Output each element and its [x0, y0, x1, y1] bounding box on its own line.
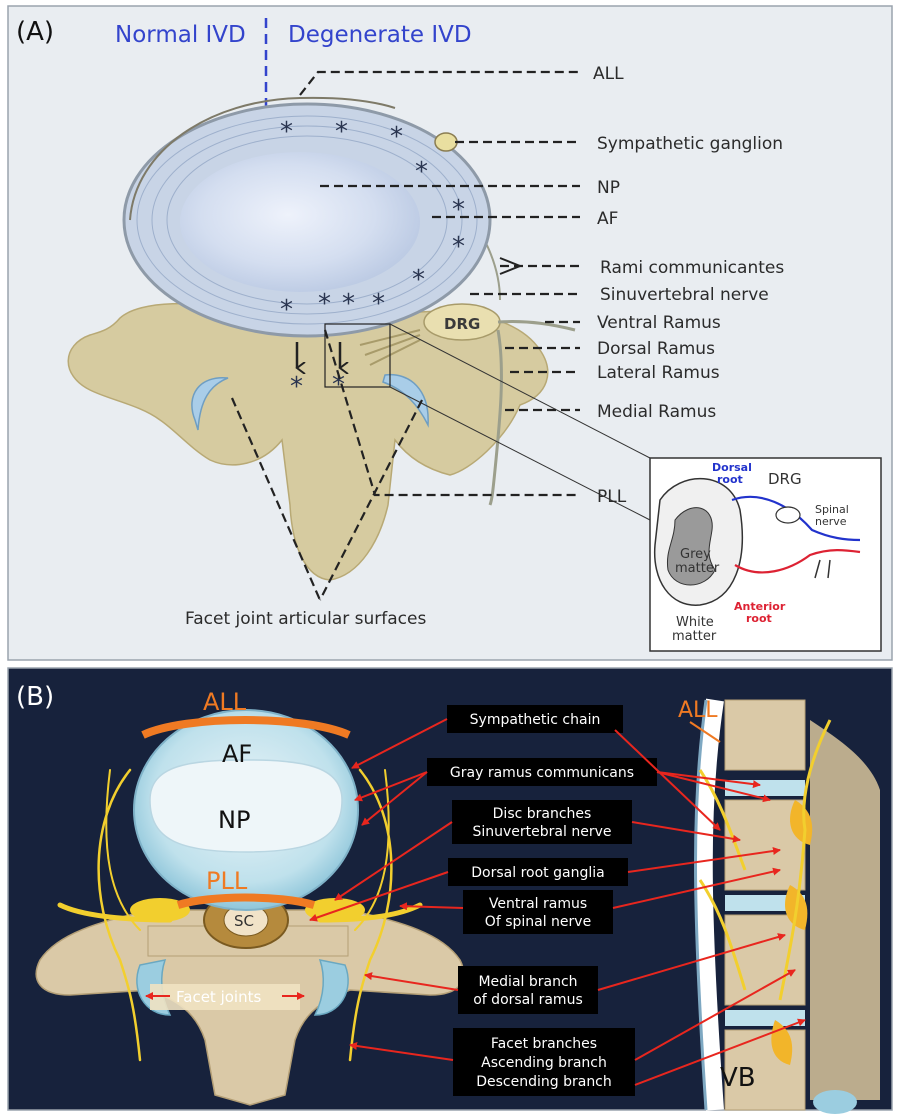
label-np: NP: [597, 178, 620, 198]
inset-white-1: White: [676, 615, 714, 630]
callout-disc-1: Disc branches: [493, 806, 592, 822]
callout-gray-ramus: Gray ramus communicans: [450, 765, 634, 781]
label-sinuvertebral-nerve: Sinuvertebral nerve: [600, 285, 769, 305]
b-all-label: ALL: [203, 688, 247, 716]
label-all: ALL: [593, 64, 624, 84]
degenerate-ivd-label: Degenerate IVD: [288, 22, 472, 48]
callout-ventral-2: Of spinal nerve: [485, 914, 591, 930]
label-pll: PLL: [597, 487, 627, 507]
asterisk: *: [280, 117, 293, 147]
b-vb-1: [725, 700, 805, 770]
inset-drg-label: DRG: [768, 470, 802, 488]
asterisk: *: [342, 289, 355, 319]
b-sagittal-spine: ALL VB: [678, 698, 880, 1114]
callout-medial-1: Medial branch: [478, 974, 577, 990]
label-facet-joint-surfaces: Facet joint articular surfaces: [185, 609, 426, 629]
callout-medial-2: of dorsal ramus: [473, 992, 583, 1008]
b-posterior-elements: [810, 720, 880, 1100]
label-ventral-ramus: Ventral Ramus: [597, 313, 721, 333]
asterisk: *: [290, 372, 303, 402]
normal-ivd-label: Normal IVD: [115, 22, 246, 48]
b-facet-sag: [813, 1090, 857, 1114]
asterisk: *: [412, 265, 425, 295]
asterisk: *: [335, 117, 348, 147]
drg-label: DRG: [444, 315, 480, 333]
b-np-label: NP: [218, 806, 250, 834]
callout-drg: Dorsal root ganglia: [471, 865, 604, 881]
panel-b: (B) SC ALL AF NP PLL Facet joi: [8, 668, 892, 1114]
callout-facet-3: Descending branch: [476, 1074, 612, 1090]
b-sc-label: SC: [234, 912, 254, 930]
b-pll-label: PLL: [206, 867, 248, 895]
b-af-label: AF: [222, 740, 252, 768]
inset-drg: [776, 507, 800, 523]
label-rami-communicantes: Rami communicantes: [600, 258, 784, 278]
inset-grey-2: matter: [675, 561, 720, 576]
panel-b-tag: (B): [16, 682, 54, 712]
label-af: AF: [597, 209, 618, 229]
label-medial-ramus: Medial Ramus: [597, 402, 716, 422]
sympathetic-ganglion-shape: [435, 133, 457, 151]
asterisk: *: [452, 195, 465, 225]
inset-white-2: matter: [672, 629, 717, 644]
inset-anterior-root-2: root: [746, 612, 772, 625]
b-vb-label: VB: [720, 1063, 756, 1093]
b-all-right-label: ALL: [678, 698, 718, 723]
callout-facet-1: Facet branches: [491, 1036, 597, 1052]
panel-a: (A) Normal IVD Degenerate IVD DRG * * * …: [8, 6, 892, 660]
b-facet-joints-label: Facet joints: [176, 988, 261, 1006]
label-lateral-ramus: Lateral Ramus: [597, 363, 720, 383]
asterisk: *: [390, 122, 403, 152]
label-sympathetic-ganglion: Sympathetic ganglion: [597, 134, 783, 154]
asterisk: *: [318, 289, 331, 319]
np-region: [180, 152, 420, 292]
asterisk: *: [452, 232, 465, 262]
asterisk: *: [415, 157, 428, 187]
asterisk: *: [372, 289, 385, 319]
inset-spinal-nerve-2: nerve: [815, 515, 847, 528]
spinal-inset: Dorsal root DRG Spinal nerve Grey matter…: [650, 458, 881, 651]
callout-sympathetic-chain: Sympathetic chain: [470, 712, 601, 728]
callout-facet-2: Ascending branch: [481, 1055, 607, 1071]
inset-dorsal-root-2: root: [717, 473, 743, 486]
panel-a-tag: (A): [16, 17, 54, 47]
asterisk: *: [280, 295, 293, 325]
callout-disc-2: Sinuvertebral nerve: [473, 824, 612, 840]
inset-grey-1: Grey: [680, 547, 711, 562]
label-dorsal-ramus: Dorsal Ramus: [597, 339, 715, 359]
callout-ventral-1: Ventral ramus: [489, 896, 587, 912]
